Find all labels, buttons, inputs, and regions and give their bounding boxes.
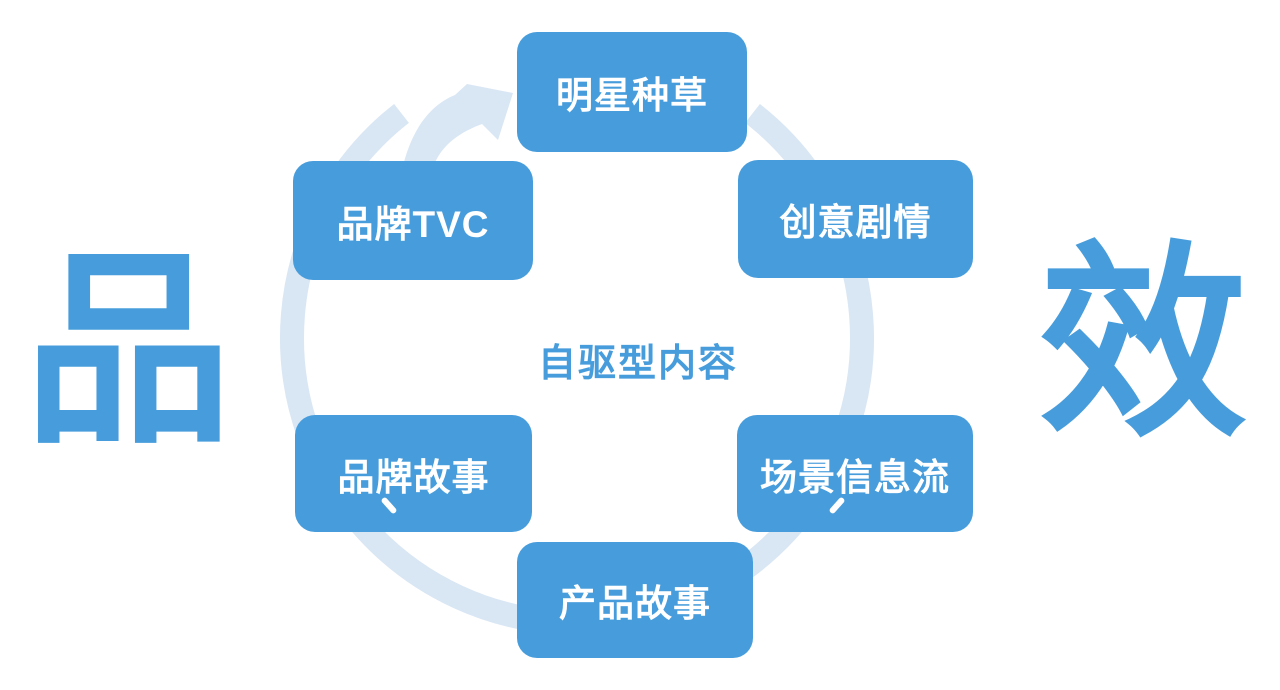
clockwise-arrowhead-icon <box>402 84 513 170</box>
node-celebrity-seeding: 明星种草 <box>517 32 747 152</box>
node-label: 产品故事 <box>559 583 711 624</box>
node-scene-infofeed: 场景信息流 <box>737 415 973 532</box>
node-product-story: 产品故事 <box>517 542 753 658</box>
node-label: 品牌故事 <box>337 456 490 498</box>
node-brand-story: 品牌故事 <box>295 415 532 532</box>
node-creative-drama: 创意剧情 <box>738 160 973 278</box>
node-brand-tvc: 品牌TVC <box>293 161 533 280</box>
node-label: 品牌TVC <box>336 203 490 245</box>
center-label: 自驱型内容 <box>537 342 738 385</box>
node-label: 明星种草 <box>556 75 708 116</box>
node-label: 创意剧情 <box>779 202 932 243</box>
big-char-xiao: 效 <box>1039 229 1247 461</box>
node-label: 场景信息流 <box>760 456 950 498</box>
big-char-pin: 品 <box>24 236 232 468</box>
